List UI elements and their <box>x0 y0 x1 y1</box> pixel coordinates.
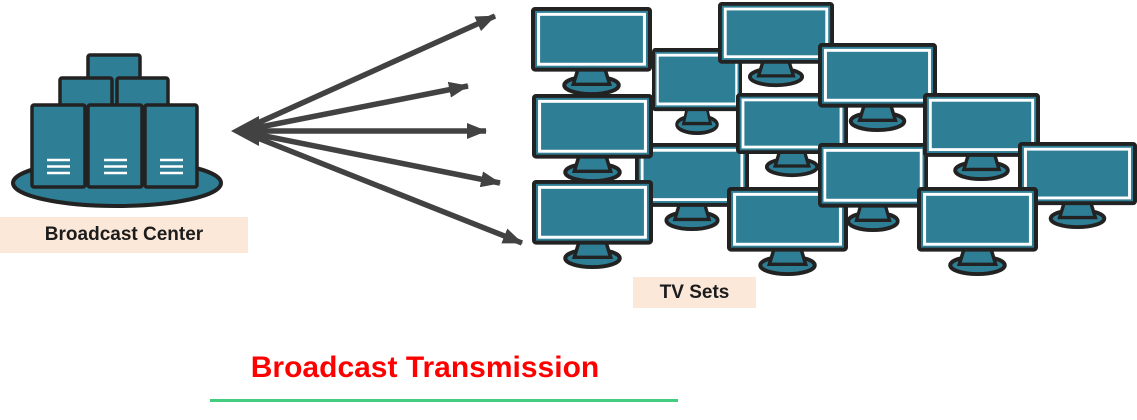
diagram-title: Broadcast Transmission <box>250 351 600 384</box>
tv-monitor-icon <box>534 182 651 267</box>
broadcast-arrow <box>238 128 524 246</box>
tv-sets-label: TV Sets <box>633 277 756 308</box>
fan-out-arrows-icon <box>231 13 524 246</box>
broadcast-arrow <box>238 13 497 134</box>
server-icon <box>143 103 199 189</box>
tv-monitor-icon <box>533 9 650 94</box>
broadcast-arrow <box>239 81 469 134</box>
broadcast-arrow <box>239 128 501 188</box>
server-icon <box>30 103 87 189</box>
tv-monitor-icon <box>534 96 651 181</box>
title-underline <box>210 399 678 402</box>
server-vent-lines <box>47 158 183 175</box>
broadcast-center-icon <box>11 53 223 208</box>
tv-monitor-icon <box>919 189 1036 274</box>
broadcast-center-label: Broadcast Center <box>0 217 248 253</box>
server-icon <box>86 103 144 189</box>
tv-sets-group <box>533 2 1137 274</box>
